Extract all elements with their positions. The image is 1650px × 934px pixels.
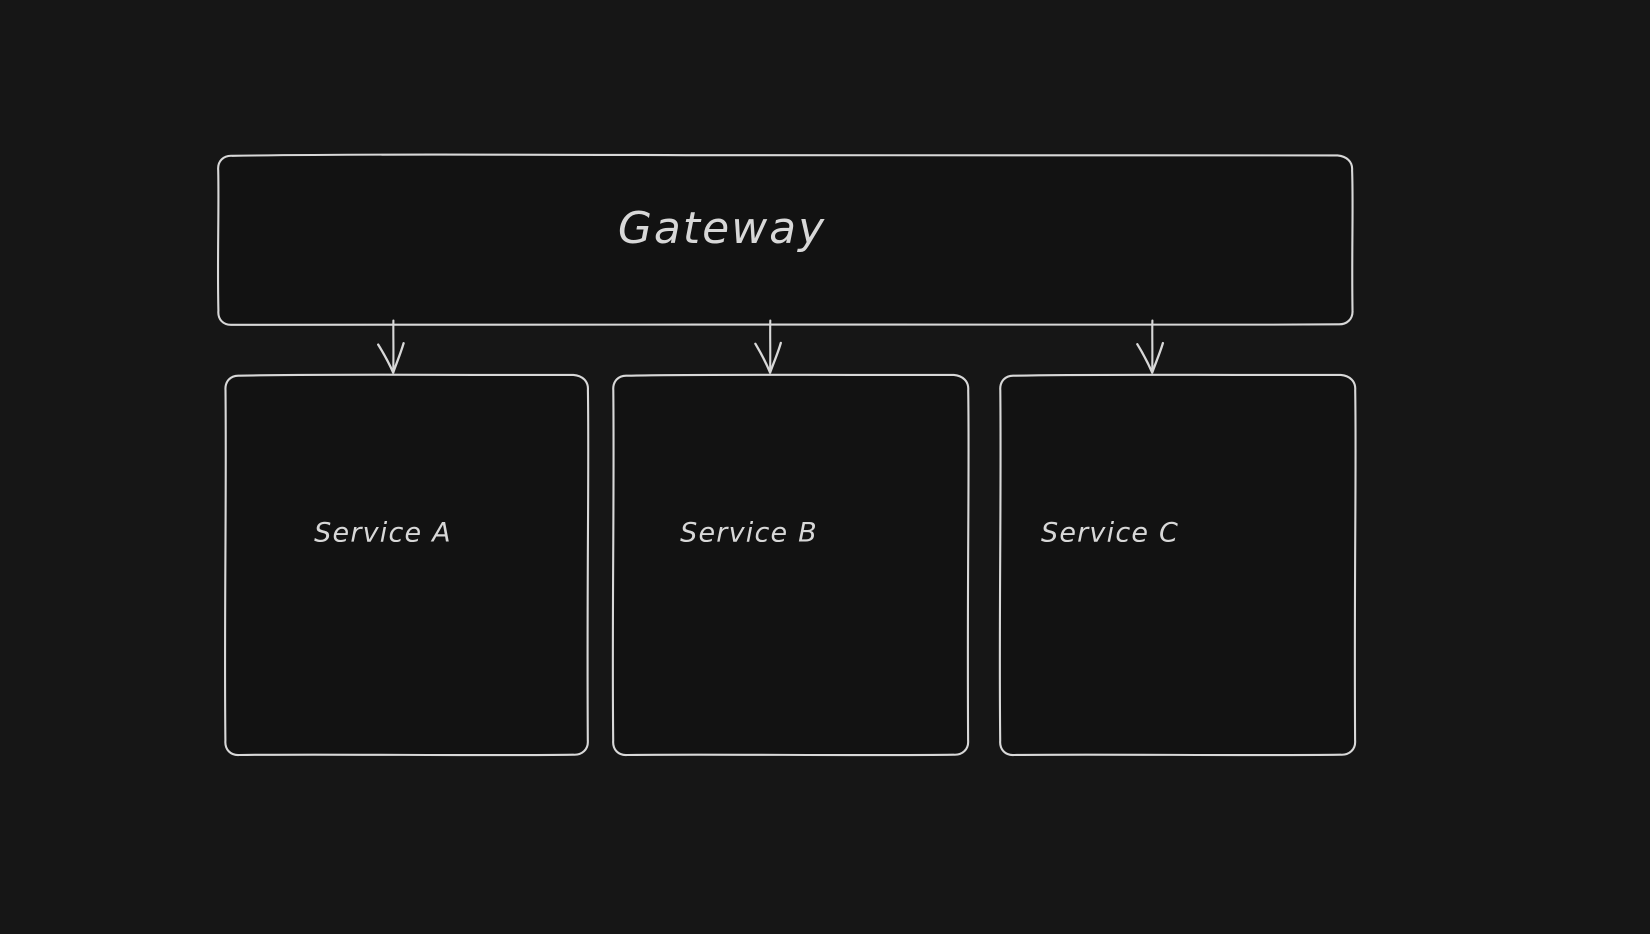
- node-service-a-shape[interactable]: [223, 373, 590, 757]
- edge-gateway-to-service-a-arrowhead: [377, 342, 405, 374]
- edge-gateway-to-service-c-arrowhead: [1136, 341, 1165, 374]
- node-service-b-shape[interactable]: [611, 373, 970, 757]
- node-service-b-label: Service B: [680, 518, 818, 549]
- edge-gateway-to-service-c[interactable]: [1136, 319, 1165, 374]
- node-gateway-label: Gateway: [618, 203, 826, 254]
- node-service-c-shape[interactable]: [998, 373, 1357, 757]
- node-service-a-label: Service A: [314, 518, 452, 549]
- node-gateway[interactable]: Gateway: [216, 153, 1354, 326]
- edge-gateway-to-service-a[interactable]: [377, 319, 405, 374]
- edge-gateway-to-service-b[interactable]: [754, 319, 782, 374]
- node-service-b[interactable]: Service B: [611, 373, 970, 757]
- node-gateway-shape[interactable]: [216, 153, 1354, 326]
- edge-gateway-to-service-b-arrowhead: [754, 341, 782, 374]
- node-service-c-label: Service C: [1041, 518, 1179, 549]
- node-service-a[interactable]: Service A: [223, 373, 590, 757]
- node-service-c[interactable]: Service C: [998, 373, 1357, 757]
